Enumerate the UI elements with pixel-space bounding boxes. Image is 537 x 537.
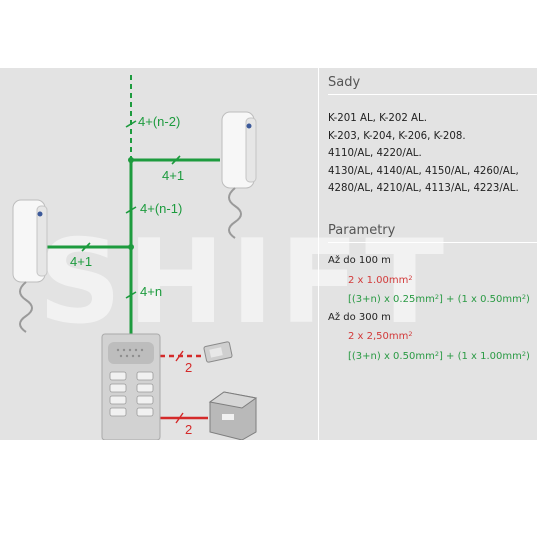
label-lock-wire: 2	[185, 360, 192, 375]
parameters-heading: Parametry	[328, 216, 537, 243]
label-middle-wire: 4+(n-1)	[140, 201, 182, 216]
list-item: 4130/AL, 4140/AL, 4150/AL, 4260/AL,	[328, 165, 519, 177]
label-right-phone-wire: 4+1	[162, 168, 184, 183]
label-dashed-wire: 4+(n-2)	[138, 114, 180, 129]
label-left-phone-wire: 4+1	[70, 254, 92, 269]
power-wire-spec: 2 x 2,50mm2	[348, 330, 413, 343]
parameters-list: Až do 100 m 2 x 1.00mm2 [(3+n) x 0.25mm2…	[328, 252, 530, 366]
sets-heading: Sady	[328, 68, 537, 95]
list-item: K-203, K-204, K-206, K-208.	[328, 130, 466, 142]
junction-top	[128, 157, 134, 163]
background-panel	[0, 68, 537, 440]
info-panel: Sady K-201 AL, K-202 AL. K-203, K-204, K…	[318, 68, 537, 440]
bus-wire-spec: [(3+n) x 0.25mm2] + (1 x 0.50mm2)	[348, 293, 530, 306]
power-supply-icon	[208, 391, 258, 440]
electric-lock-icon	[203, 341, 233, 363]
bus-wire-spec: [(3+n) x 0.50mm2] + (1 x 1.00mm2)	[348, 349, 530, 362]
watermark: SHIFT	[38, 215, 451, 350]
label-bottom-wire: 4+n	[140, 284, 162, 299]
intercom-handset-icon	[221, 111, 257, 239]
distance-label: Až do 300 m	[328, 311, 391, 323]
sets-list: K-201 AL, K-202 AL. K-203, K-204, K-206,…	[328, 110, 519, 198]
list-item: 4110/AL, 4220/AL.	[328, 148, 422, 160]
list-item: K-201 AL, K-202 AL.	[328, 113, 427, 124]
wiring-diagram: 4+(n-2) 4+1 4+(n-1) 4+1 4+n 2 2	[12, 75, 258, 440]
power-wire-spec: 2 x 1.00mm2	[348, 273, 413, 286]
distance-label: Až do 100 m	[328, 255, 391, 266]
junction-mid	[128, 244, 134, 250]
list-item: 4280/AL, 4210/AL, 4113/AL, 4223/AL.	[328, 183, 519, 195]
intercom-handset-icon	[12, 199, 48, 333]
door-panel-icon	[101, 333, 161, 440]
label-power-wire: 2	[185, 422, 192, 437]
